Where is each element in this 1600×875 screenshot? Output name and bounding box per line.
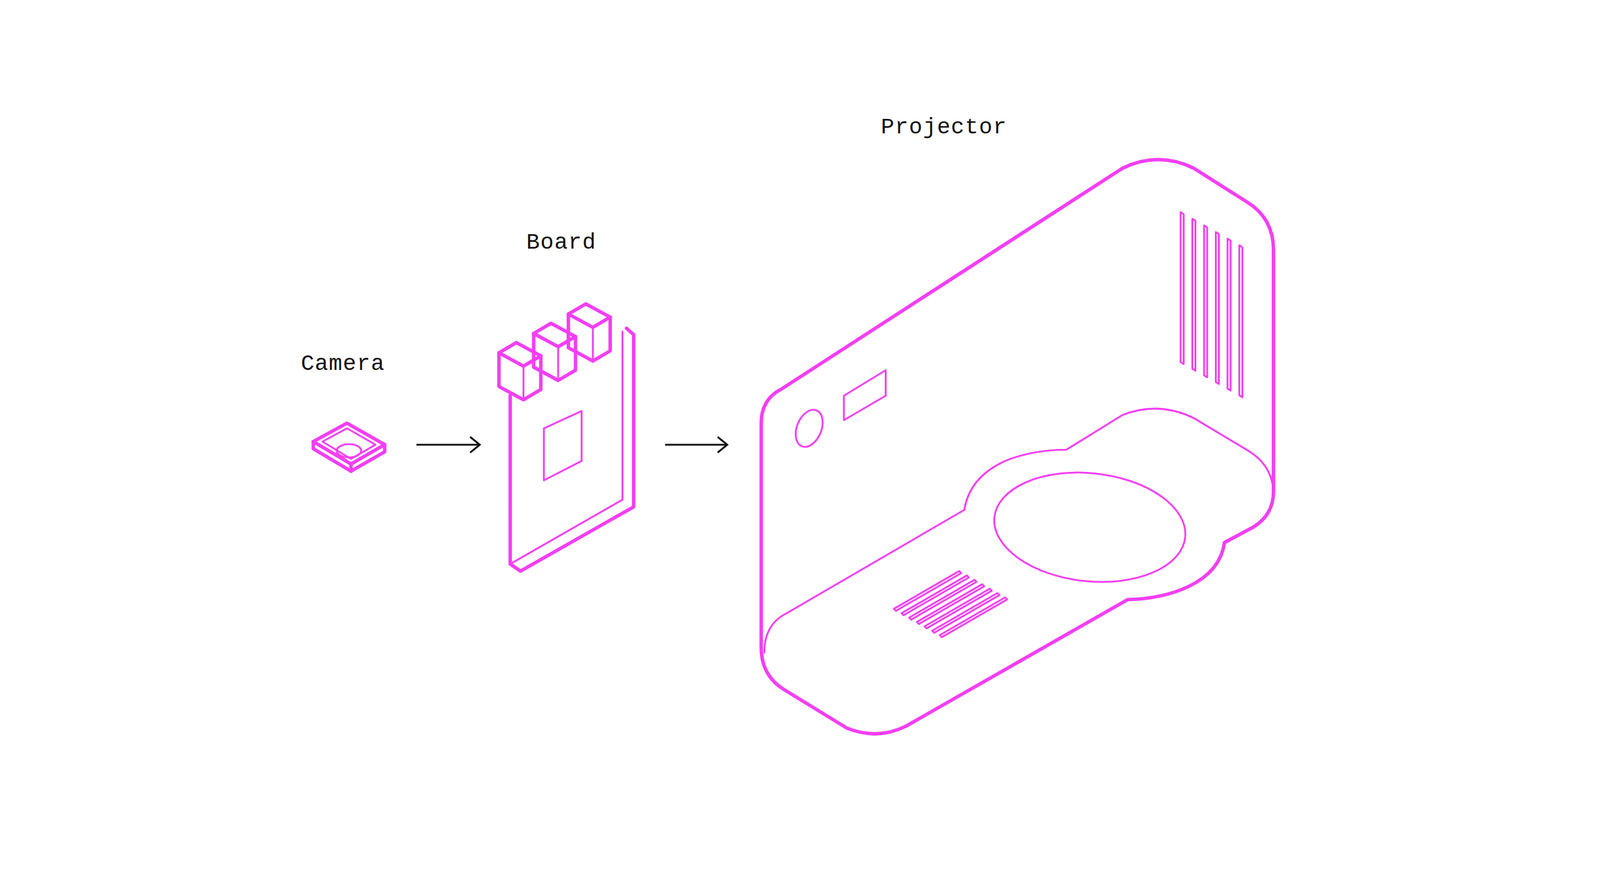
camera-module bbox=[313, 423, 385, 471]
arrow-line bbox=[416, 444, 480, 447]
component-label: Camera bbox=[300, 350, 385, 378]
arrow-line bbox=[665, 444, 728, 447]
component-node: Board bbox=[482, 223, 646, 574]
flow-arrow bbox=[665, 436, 728, 453]
projector bbox=[761, 159, 1274, 734]
component-label: Board bbox=[526, 229, 597, 256]
flow-arrow bbox=[416, 436, 480, 453]
component-node: Camera bbox=[295, 347, 399, 486]
board bbox=[499, 304, 634, 572]
component-node: Projector bbox=[754, 108, 1283, 740]
arrowhead bbox=[470, 436, 480, 453]
arrowhead bbox=[717, 436, 728, 453]
component-label: Projector bbox=[881, 114, 1008, 141]
